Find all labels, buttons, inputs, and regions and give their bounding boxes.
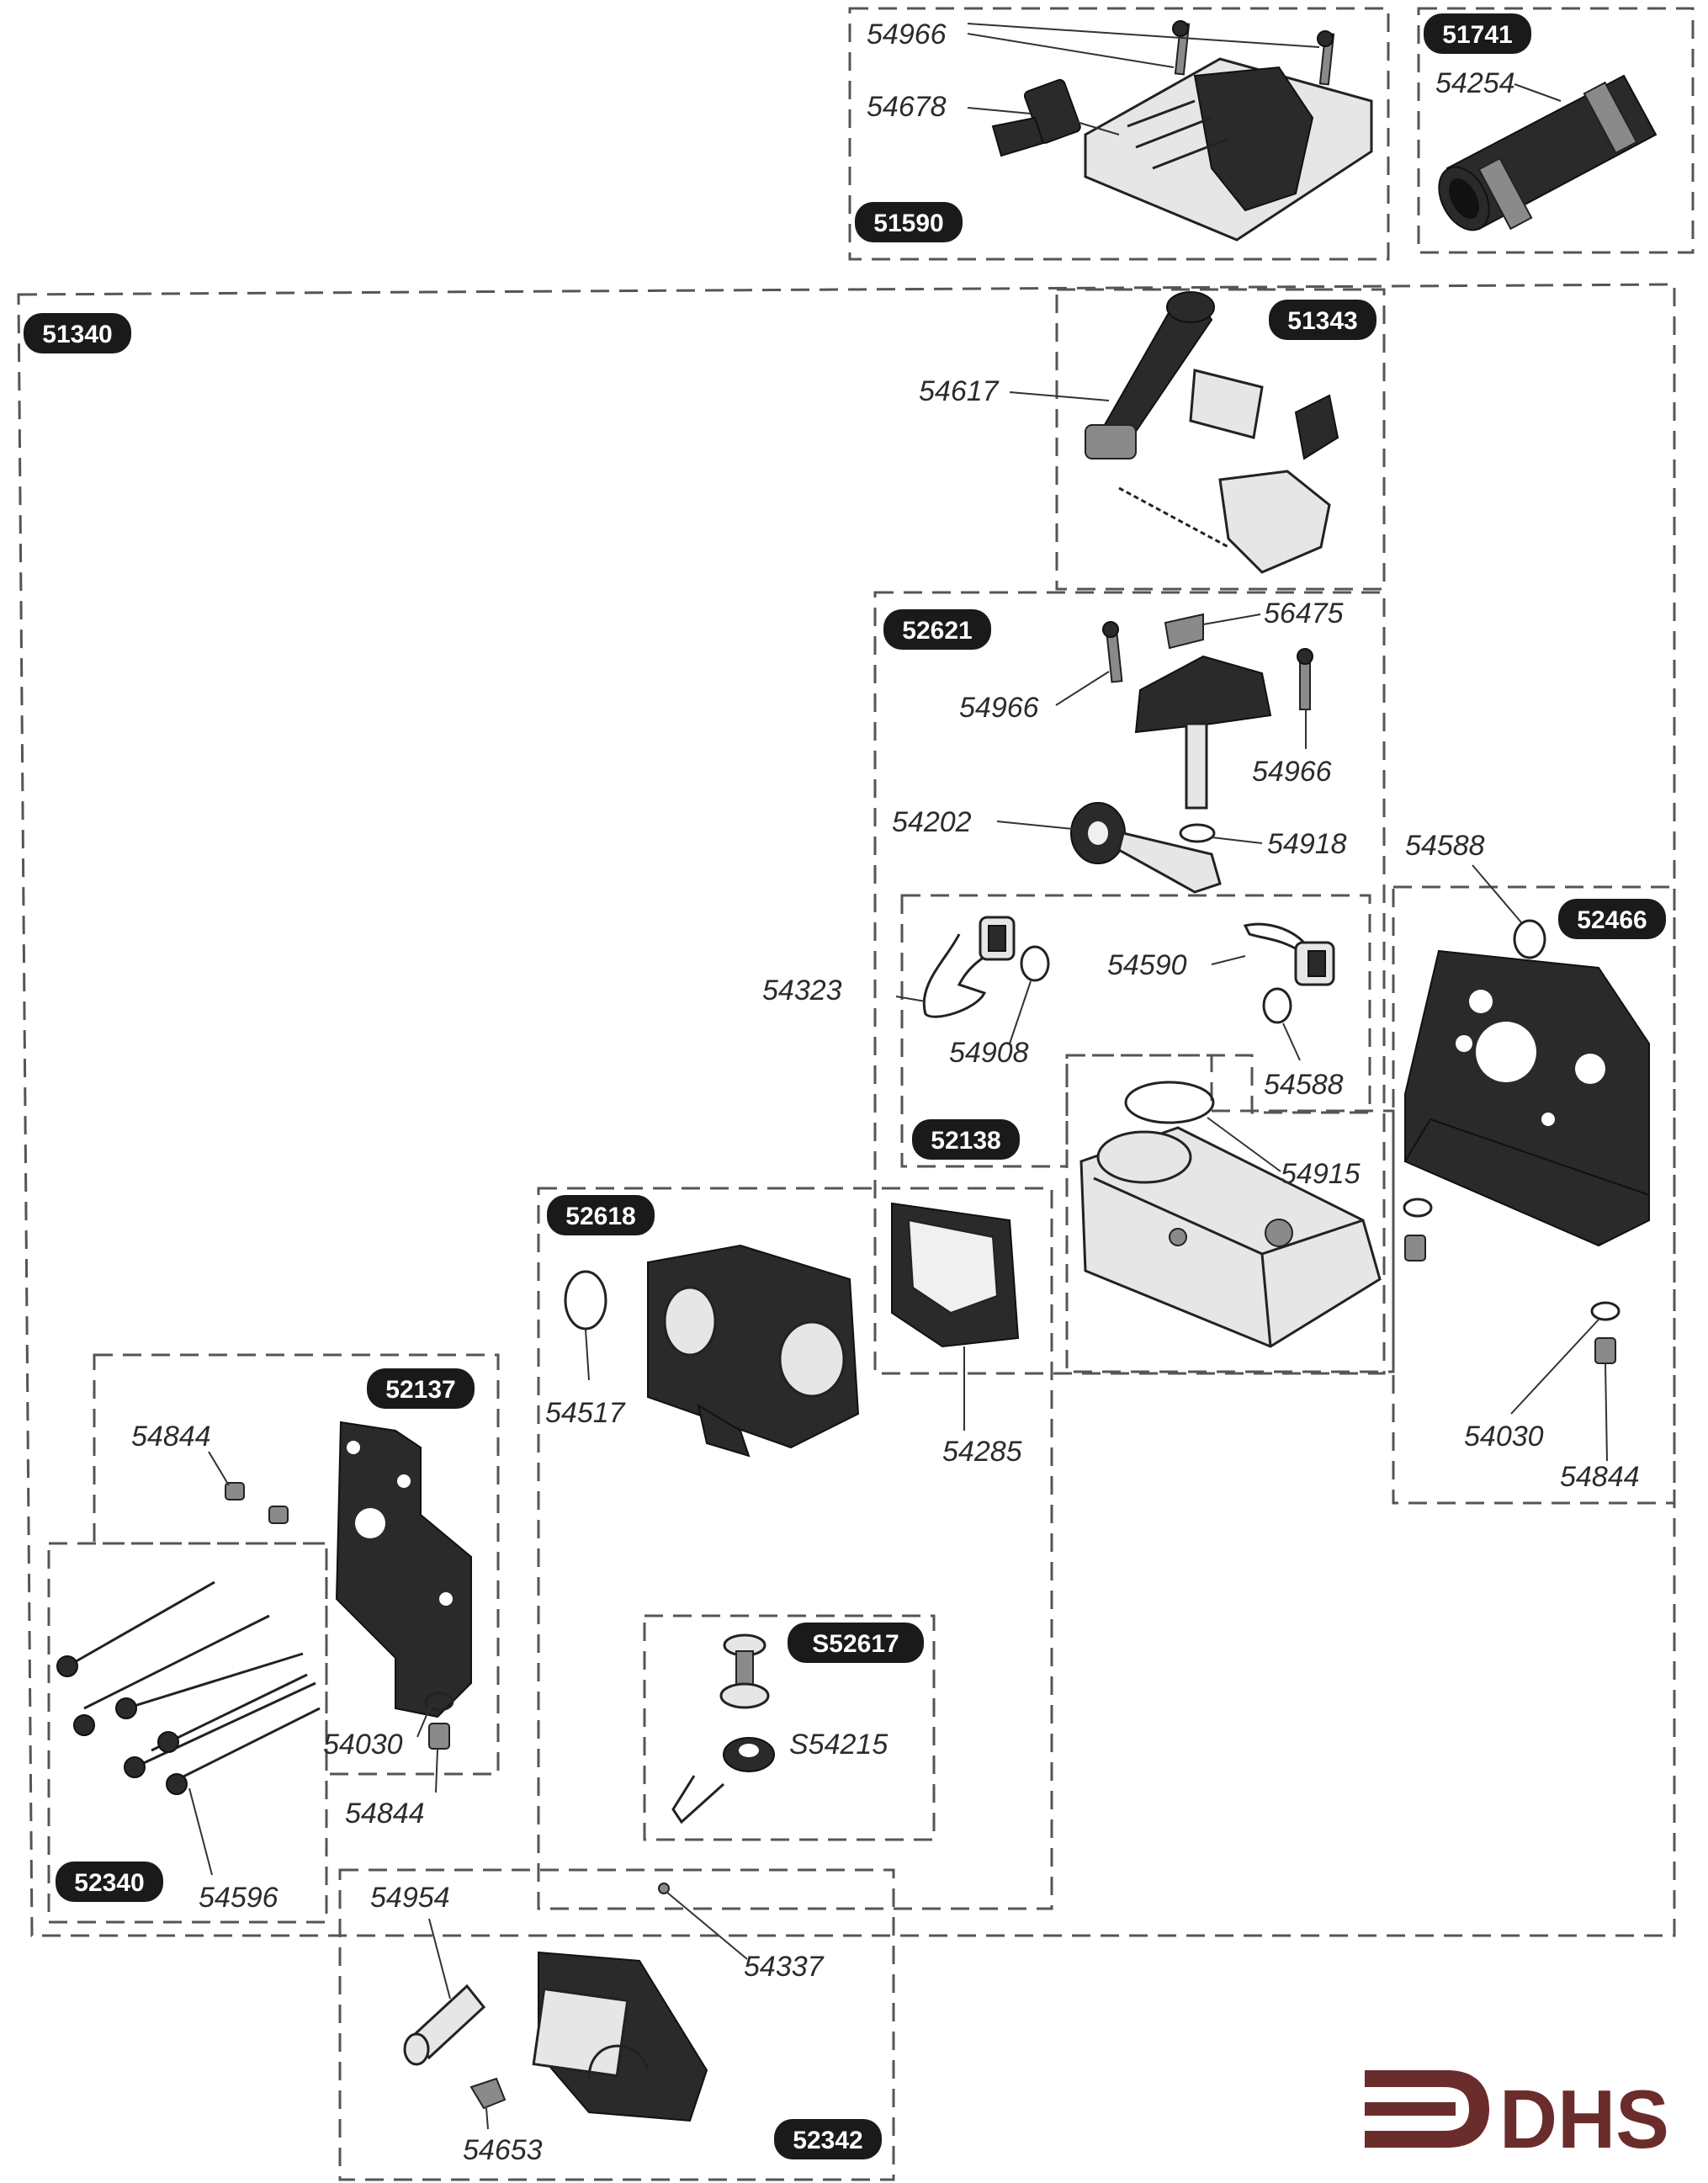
- part-label-54954: 54954: [370, 1882, 450, 1914]
- badge-52618: 52618: [547, 1195, 655, 1235]
- shaft-lever-drawing: [1070, 613, 1313, 894]
- badge-51590: 51590: [855, 202, 963, 242]
- badge-52618-label: 52618: [565, 1203, 635, 1230]
- group-51590-boundary: [848, 7, 1390, 261]
- part-label-54323: 54323: [762, 975, 842, 1007]
- group-51340-boundary: [17, 283, 1676, 1937]
- badge-52342-label: 52342: [793, 2127, 862, 2154]
- part-label-54966-b: 54966: [1252, 756, 1332, 788]
- part-label-54588-b: 54588: [1264, 1069, 1344, 1101]
- group-S52617-boundary: [643, 1614, 936, 1841]
- group-54915-boundary: [1065, 1054, 1395, 1373]
- badge-52340: 52340: [56, 1862, 163, 1902]
- group-52342-boundary: [338, 1868, 895, 2181]
- valve-fittings-drawing: [922, 916, 1335, 1024]
- part-label-54202: 54202: [892, 806, 972, 838]
- group-52466-boundary: [1392, 885, 1676, 1505]
- badge-52340-label: 52340: [74, 1869, 144, 1897]
- leader-lines: [188, 23, 1608, 2130]
- badge-52466-label: 52466: [1577, 906, 1647, 934]
- part-label-54844-b: 54844: [131, 1421, 211, 1453]
- part-label-54617: 54617: [919, 375, 1000, 407]
- part-label-54337: 54337: [744, 1951, 825, 1983]
- dhs-logo: DHS: [1365, 2070, 1669, 2165]
- gauge-assembly-drawing: [403, 1951, 708, 2122]
- part-label-S54215: S54215: [789, 1729, 888, 1761]
- part-label-54590: 54590: [1107, 949, 1187, 981]
- part-label-54908: 54908: [949, 1037, 1029, 1069]
- badge-51741: 51741: [1424, 13, 1531, 54]
- badge-52621: 52621: [883, 609, 991, 650]
- badge-52466: 52466: [1558, 899, 1666, 939]
- part-label-54844-a: 54844: [1560, 1461, 1640, 1493]
- badge-52138-label: 52138: [931, 1127, 1000, 1155]
- group-52621-boundary: [873, 591, 1386, 1375]
- group-52138-boundary: [900, 894, 1371, 1168]
- part-label-54678: 54678: [867, 91, 947, 123]
- part-label-56475: 56475: [1264, 598, 1344, 629]
- badge-52137-label: 52137: [385, 1376, 455, 1404]
- dhs-logo-text: DHS: [1499, 2073, 1669, 2165]
- badge-S52617: S52617: [788, 1623, 924, 1663]
- valve-housing-drawing: [1079, 1081, 1382, 1348]
- group-52340-boundary: [47, 1542, 328, 1924]
- long-bolts-drawing: [56, 1580, 321, 1795]
- badge-S52617-label: S52617: [812, 1630, 899, 1658]
- bracket-52466-drawing: [1403, 919, 1650, 1364]
- badge-51590-label: 51590: [873, 210, 943, 237]
- part-label-54030-a: 54030: [1464, 1421, 1544, 1453]
- part-label-54915: 54915: [1281, 1158, 1361, 1190]
- part-label-54285: 54285: [942, 1436, 1022, 1468]
- plunger-assembly-drawing: [658, 1633, 775, 1894]
- badge-52621-label: 52621: [902, 617, 972, 645]
- badge-51340: 51340: [24, 313, 131, 353]
- part-label-54517: 54517: [545, 1397, 626, 1429]
- part-label-54596: 54596: [199, 1882, 278, 1914]
- group-51343-boundary: [1055, 288, 1386, 591]
- part-label-54653: 54653: [463, 2134, 543, 2166]
- main-valve-body-drawing: [564, 1202, 1020, 1458]
- group-52137-boundary: [93, 1353, 500, 1776]
- part-label-54030-b: 54030: [323, 1729, 403, 1761]
- cover-assembly-drawing: [991, 20, 1373, 242]
- lever-spring-drawing: [1085, 291, 1339, 574]
- badge-51340-label: 51340: [42, 321, 112, 348]
- part-label-54966-top: 54966: [867, 19, 947, 50]
- bracket-52137-drawing: [225, 1421, 472, 1750]
- part-label-54844-c: 54844: [345, 1798, 425, 1830]
- part-label-54918: 54918: [1267, 828, 1347, 860]
- badge-51741-label: 51741: [1442, 21, 1512, 49]
- group-52618-boundary: [537, 1187, 1053, 1910]
- badge-52138: 52138: [912, 1119, 1020, 1160]
- part-label-54966-a: 54966: [959, 692, 1039, 724]
- badge-51343: 51343: [1269, 300, 1376, 340]
- dhs-logo-mark: [1365, 2070, 1489, 2148]
- part-label-54254: 54254: [1435, 67, 1515, 99]
- badge-51343-label: 51343: [1287, 307, 1357, 335]
- part-label-54588-a: 54588: [1405, 830, 1485, 862]
- hose-assembly-drawing: [1438, 74, 1658, 231]
- badge-52342: 52342: [774, 2119, 882, 2159]
- badge-52137: 52137: [367, 1368, 475, 1409]
